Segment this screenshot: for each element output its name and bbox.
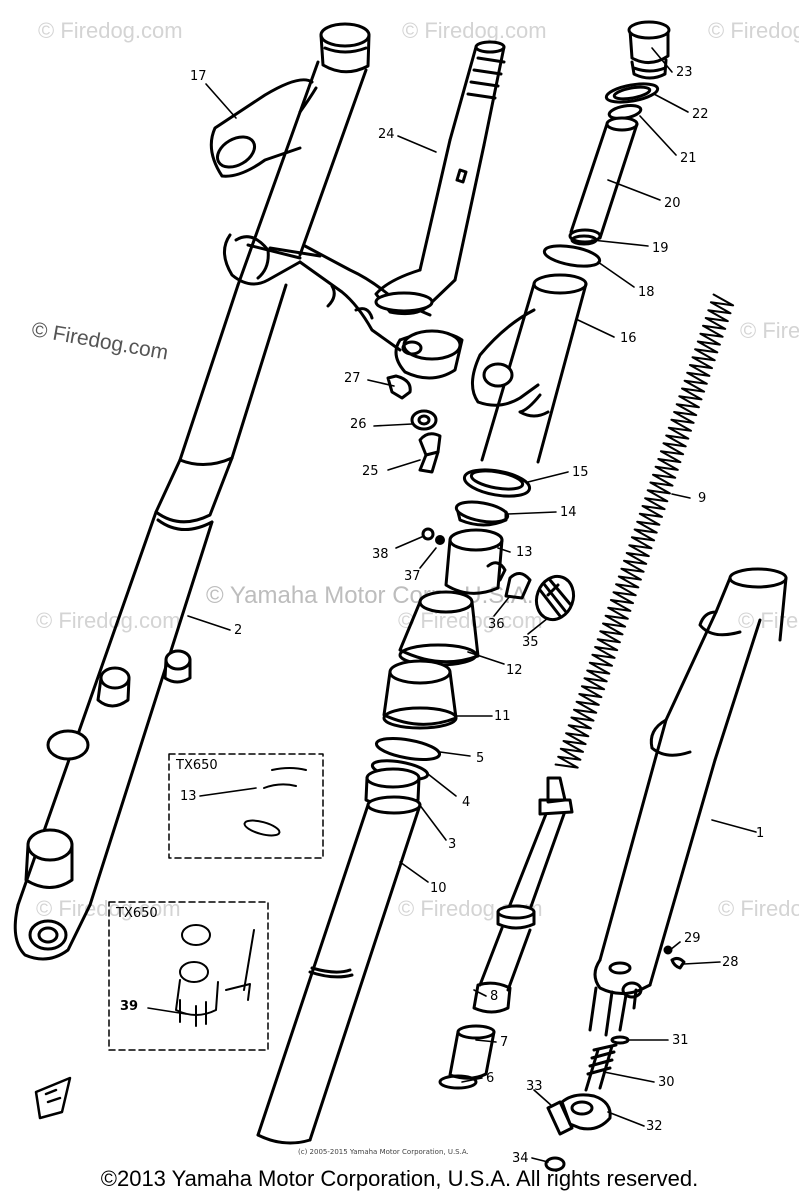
- guide-13: [444, 528, 507, 595]
- callout-10: 10: [430, 881, 447, 896]
- inset-top-title: TX650: [176, 758, 218, 773]
- ring-6: [438, 1074, 478, 1090]
- steering-stem: [374, 40, 506, 380]
- callout-13: 13: [516, 545, 533, 560]
- tx650-guide-detail: [243, 767, 307, 837]
- callout-9: 9: [698, 491, 707, 506]
- right-fork-outer-1: [588, 567, 788, 1037]
- cap-32: [560, 1093, 612, 1131]
- callout-16: 16: [620, 331, 637, 346]
- watermark-top-right: © Firedog.com: [708, 18, 799, 43]
- watermark-top-left: © Firedog.com: [38, 18, 183, 43]
- callout-19: 19: [652, 241, 669, 256]
- washer-37: [435, 535, 445, 545]
- small-copyright: (c) 2005-2015 Yamaha Motor Corporation, …: [298, 1148, 469, 1156]
- clamp-bolt-27: [386, 374, 412, 400]
- oil-seal-3: [364, 767, 421, 808]
- tx650-lug-detail: [175, 924, 255, 1027]
- watermark-yamaha-center: © Yamaha Motor Corp., U.S.A.: [206, 582, 534, 609]
- callout-12: 12: [506, 663, 523, 678]
- fork-cap-bolt: [627, 20, 671, 80]
- callout-34: 34: [512, 1151, 529, 1166]
- watermark-top-middle: © Firedog.com: [402, 18, 547, 43]
- callout-4: 4: [462, 795, 471, 810]
- callout-23: 23: [676, 65, 693, 80]
- callout-30: 30: [658, 1075, 675, 1090]
- callout-8: 8: [490, 989, 499, 1004]
- washer-28: [670, 956, 686, 970]
- inner-tube-10: [256, 795, 422, 1145]
- ring-18: [542, 244, 602, 268]
- cover-12: [398, 590, 480, 667]
- callout-15: 15: [572, 465, 589, 480]
- left-fork-outer-tube: [13, 22, 432, 961]
- plate-36: [504, 572, 532, 600]
- callout-5: 5: [476, 751, 485, 766]
- inset-bottom-title: TX650: [116, 906, 158, 921]
- cover-ring-15: [462, 468, 532, 498]
- inset-top-frame: [168, 753, 324, 859]
- o-ring-22: [604, 82, 660, 104]
- callout-35: 35: [522, 635, 539, 650]
- callout-26: 26: [350, 417, 367, 432]
- callout-2: 2: [234, 623, 243, 638]
- copyright-footer: ©2013 Yamaha Motor Corporation, U.S.A. A…: [100, 1166, 699, 1191]
- callout-31: 31: [672, 1033, 689, 1048]
- callout-39: 39: [120, 999, 139, 1014]
- spacer-20: [568, 116, 639, 244]
- watermark-lower-right: © Firedog.com: [718, 896, 799, 921]
- callout-14: 14: [560, 505, 577, 520]
- bolt-38: [421, 527, 435, 541]
- callout-36: 36: [488, 617, 505, 632]
- damper-rod-8: [472, 776, 574, 1014]
- front-arrow-icon: [34, 1076, 72, 1120]
- nut-33: [546, 1100, 574, 1136]
- bolt-25: [418, 432, 442, 474]
- callout-32: 32: [646, 1119, 663, 1134]
- callout-1: 1: [756, 826, 765, 841]
- callout-21: 21: [680, 151, 697, 166]
- watermark-mid-left: © Firedog.com: [36, 608, 181, 633]
- callout-20: 20: [664, 196, 681, 211]
- callout-38: 38: [372, 547, 389, 562]
- callout-27: 27: [344, 371, 361, 386]
- watermark-lower-left: © Firedog.com: [36, 896, 181, 921]
- callout-22: 22: [692, 107, 709, 122]
- callout-28: 28: [722, 955, 739, 970]
- bolt-30: [584, 1043, 618, 1092]
- watermark-right-mid: © Firedog.com: [740, 318, 799, 343]
- callout-13-inset: 13: [180, 789, 197, 804]
- nut-34: [544, 1156, 566, 1172]
- reflector-35: [534, 574, 576, 622]
- callout-37: 37: [404, 569, 421, 584]
- leader-lines: [147, 47, 757, 1163]
- callout-18: 18: [638, 285, 655, 300]
- fork-spring-9: [554, 293, 735, 769]
- spring-31: [610, 1035, 630, 1045]
- inset-bottom-frame: [108, 901, 269, 1051]
- callout-25: 25: [362, 464, 379, 479]
- cover-11: [382, 659, 458, 730]
- callout-7: 7: [500, 1035, 509, 1050]
- watermark-mid-center: © Firedog.com: [398, 608, 543, 633]
- ring-14: [454, 500, 510, 527]
- upper-cover-16: [471, 273, 588, 464]
- callout-24: 24: [378, 127, 395, 142]
- callout-17: 17: [190, 69, 207, 84]
- callout-6: 6: [486, 1071, 495, 1086]
- washer-26: [410, 409, 438, 431]
- callout-29: 29: [684, 931, 701, 946]
- ring-5: [374, 737, 442, 761]
- callout-33: 33: [526, 1079, 543, 1094]
- callout-11: 11: [494, 709, 511, 724]
- watermark-right-mid2: © Firedog.com: [738, 608, 799, 633]
- callout-3: 3: [448, 837, 457, 852]
